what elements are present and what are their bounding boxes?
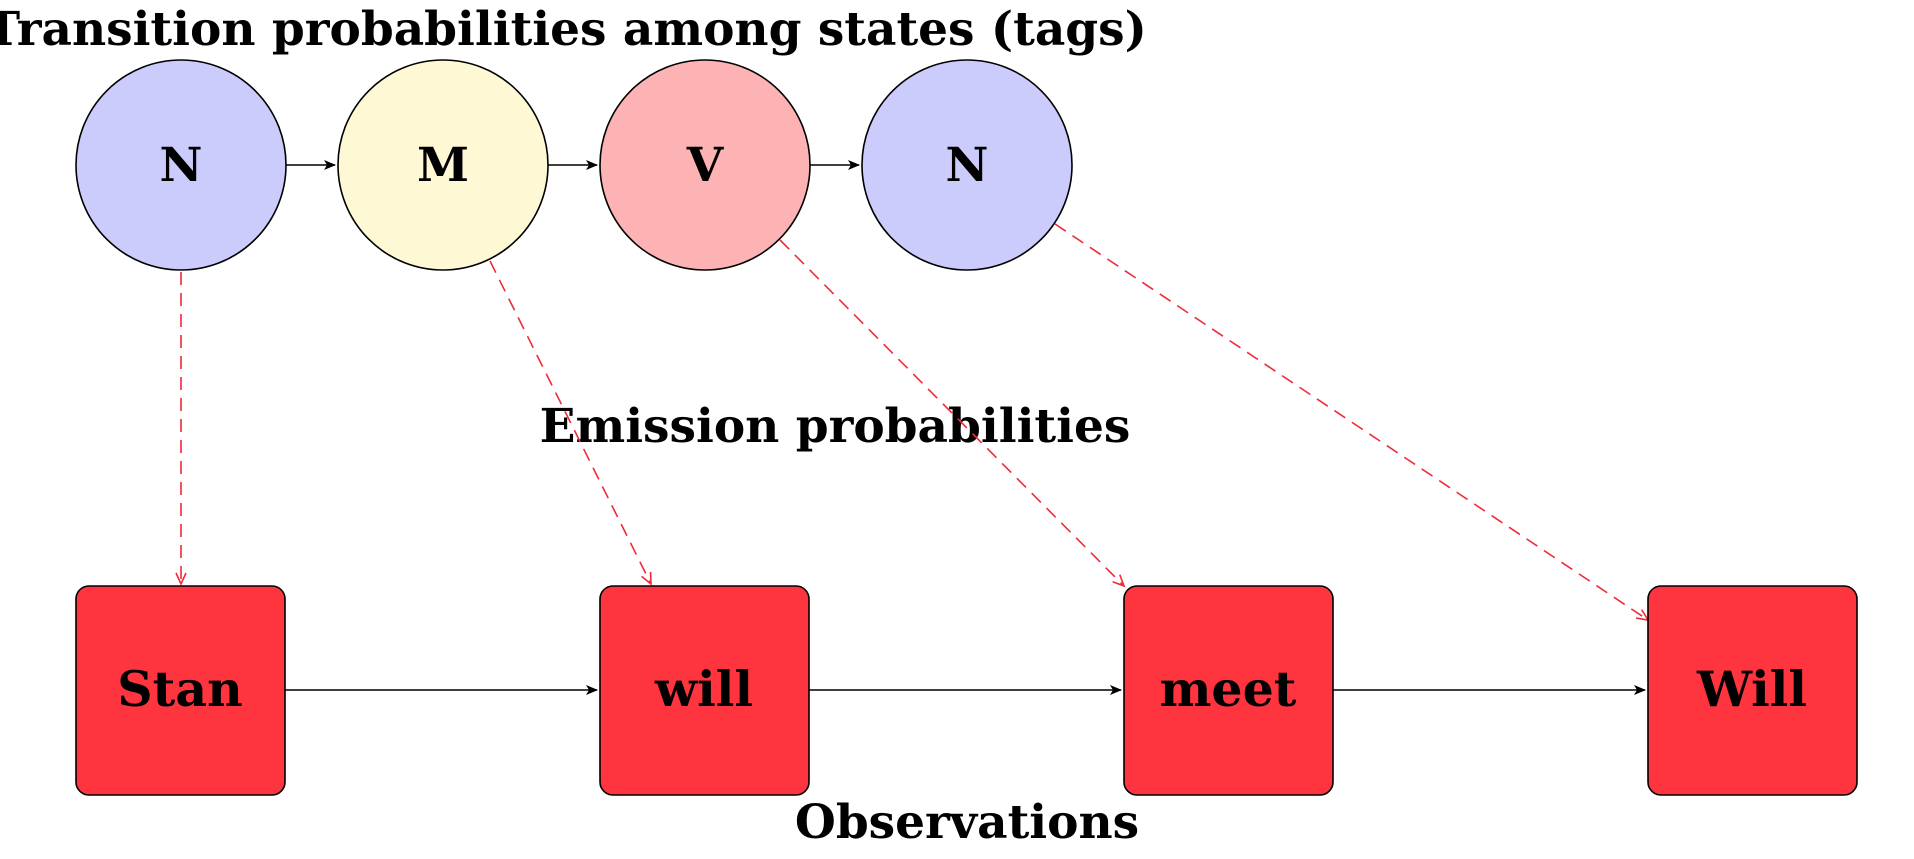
state-circle xyxy=(861,59,1073,271)
observation-label: Stan xyxy=(117,660,242,718)
observation-node: Stan xyxy=(75,585,286,796)
observation-label: will xyxy=(654,660,753,718)
observation-box xyxy=(1123,585,1334,796)
observation-box xyxy=(1647,585,1858,796)
observation-node: Will xyxy=(1647,585,1858,796)
observation-node: will xyxy=(599,585,810,796)
state-node: V xyxy=(599,59,811,271)
state-label: N xyxy=(160,138,203,193)
emission-arrows xyxy=(175,223,1650,622)
transition-title: Transition probabilities among states (t… xyxy=(0,2,1147,57)
observation-label: Will xyxy=(1696,660,1807,718)
observation-box xyxy=(599,585,810,796)
state-label: V xyxy=(686,138,725,193)
state-label: N xyxy=(946,138,989,193)
state-label: M xyxy=(417,138,469,193)
observation-box xyxy=(75,585,286,796)
state-circle xyxy=(75,59,287,271)
emission-arrow xyxy=(779,239,1126,588)
emission-title: Emission probabilities xyxy=(540,399,1131,454)
observations-title: Observations xyxy=(795,795,1139,850)
state-circle xyxy=(337,59,549,271)
emission-arrow xyxy=(489,260,652,586)
emission-arrow xyxy=(1054,223,1650,622)
observation-label: meet xyxy=(1160,660,1297,718)
observation-node: meet xyxy=(1123,585,1334,796)
state-node: M xyxy=(337,59,549,271)
state-node: N xyxy=(75,59,287,271)
state-circle xyxy=(599,59,811,271)
state-node: N xyxy=(861,59,1073,271)
